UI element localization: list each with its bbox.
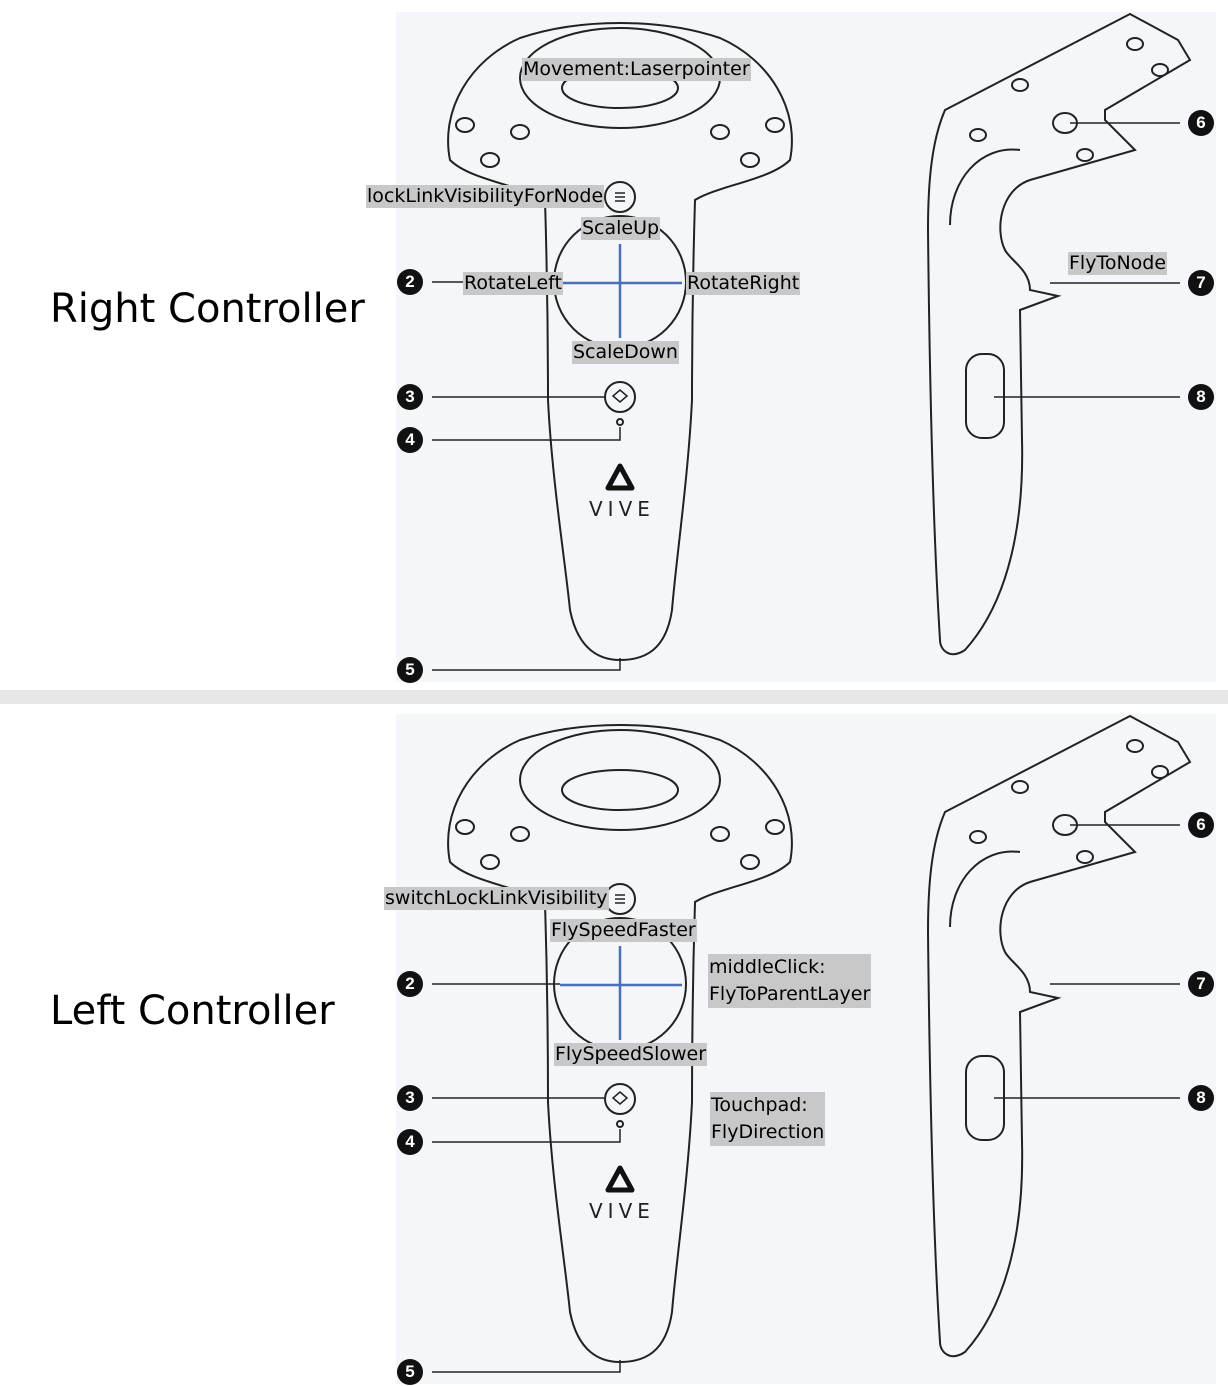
label-pad-middle: middleClick: FlyToParentLayer <box>708 954 872 1008</box>
callout-6: 6 <box>1188 110 1214 136</box>
callout-3: 3 <box>397 1085 423 1111</box>
label-touchpad: Touchpad: FlyDirection <box>710 1092 826 1146</box>
vive-logo-icon <box>605 1165 635 1193</box>
label-pad-left: RotateLeft <box>463 272 563 295</box>
panel-title: Left Controller <box>50 988 335 1034</box>
label-pad-right: RotateRight <box>686 272 801 295</box>
callout-8: 8 <box>1188 384 1214 410</box>
right-controller-panel: Right Controller <box>0 0 1228 690</box>
callout-4: 4 <box>397 427 423 453</box>
callout-7: 7 <box>1188 270 1214 296</box>
callout-8: 8 <box>1188 1085 1214 1111</box>
vive-logo-icon <box>605 463 635 491</box>
callout-5: 5 <box>397 1359 423 1385</box>
callout-6: 6 <box>1188 812 1214 838</box>
vive-brand-text: VIVE <box>589 497 655 521</box>
label-pad-down: FlySpeedSlower <box>554 1043 708 1066</box>
callout-4: 4 <box>397 1129 423 1155</box>
callout-5: 5 <box>397 657 423 683</box>
callout-7: 7 <box>1188 971 1214 997</box>
side-controller-outline <box>926 714 1192 1358</box>
panel-title: Right Controller <box>50 286 365 332</box>
tracking-ring <box>519 729 721 831</box>
label-pad-down: ScaleDown <box>572 341 679 364</box>
panel-separator <box>0 690 1228 704</box>
label-menu-button: lockLinkVisibilityForNode <box>366 185 605 208</box>
label-menu-button: switchLockLinkVisibility <box>384 887 609 910</box>
label-movement: Movement:Laserpointer <box>522 58 751 81</box>
label-trigger: FlyToNode <box>1068 252 1168 275</box>
vive-brand-text: VIVE <box>589 1199 655 1223</box>
label-pad-up: ScaleUp <box>581 217 661 240</box>
left-controller-panel: Left Controller <box>0 704 1228 1386</box>
callout-2: 2 <box>397 269 423 295</box>
side-controller-outline <box>926 12 1192 656</box>
callout-3: 3 <box>397 384 423 410</box>
label-pad-up: FlySpeedFaster <box>550 919 697 942</box>
callout-2: 2 <box>397 971 423 997</box>
